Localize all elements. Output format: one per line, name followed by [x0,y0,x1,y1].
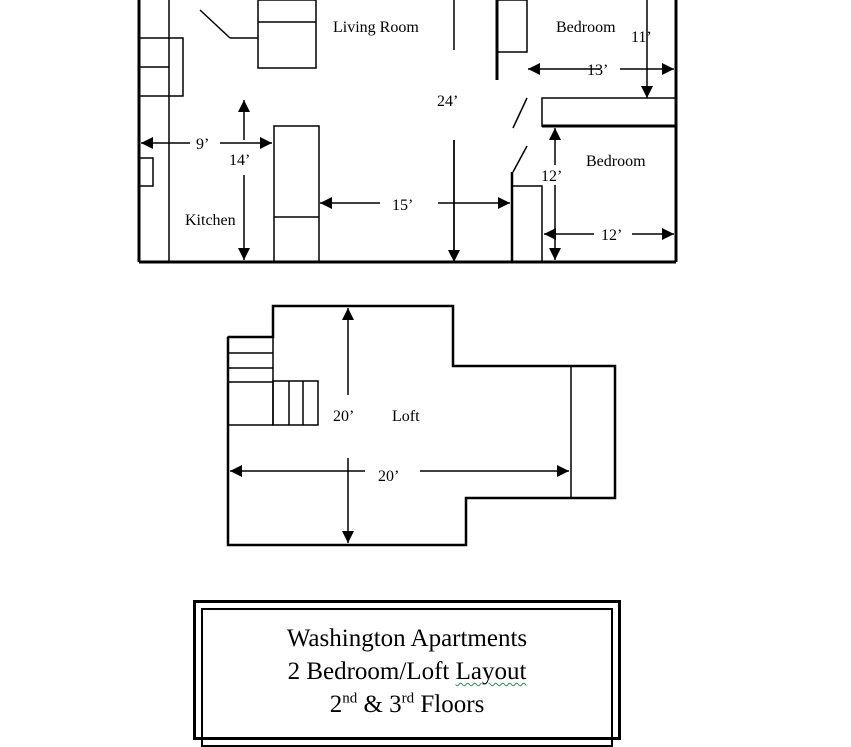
bedroom1-height-label: 11’ [631,29,652,46]
loft-dimension-arrows [230,308,569,543]
title-line-2-word: Layout [455,658,527,685]
loft-width-label: 20’ [378,468,399,485]
loft-height-label: 20’ [333,408,354,425]
bedroom-1-label: Bedroom [556,19,616,36]
upper-floor-walls [137,0,678,264]
title-line-3-mid: & 3 [357,691,402,718]
bedroom1-width-label: 13’ [587,62,608,79]
title-line-1: Washington Apartments [286,625,528,652]
title-line-3-a: 2 [329,691,343,718]
kitchen-width-label: 9’ [196,136,209,153]
living-room-label: Living Room [333,19,419,36]
title-line-3: 2nd & 3rd Floors [196,691,618,719]
title-block: Washington Apartments 2 Bedroom/Loft Lay… [193,600,621,747]
title-line-3-end: Floors [414,691,485,718]
title-line-2: 2 Bedroom/Loft Layout [196,658,618,686]
floor-plan-diagram: Living Room Bedroom Bedroom Kitchen 11’ … [137,0,678,547]
bedroom2-height-label: 12’ [541,168,562,185]
bedroom2-width-label: 12’ [601,227,622,244]
hall-width-label: 15’ [392,197,413,214]
bedroom-2-label: Bedroom [586,153,646,170]
upper-dimension-arrows [141,0,674,262]
title-line-3-a-sup: nd [342,690,358,707]
kitchen-label: Kitchen [185,212,236,229]
kitchen-height-label: 14’ [229,152,250,169]
living-height-label: 24’ [437,93,458,110]
loft-label: Loft [392,408,420,425]
loft-stairs [227,336,616,499]
title-line-2-pre: 2 Bedroom/Loft [287,658,456,685]
title-line-3-b-sup: rd [401,690,415,707]
